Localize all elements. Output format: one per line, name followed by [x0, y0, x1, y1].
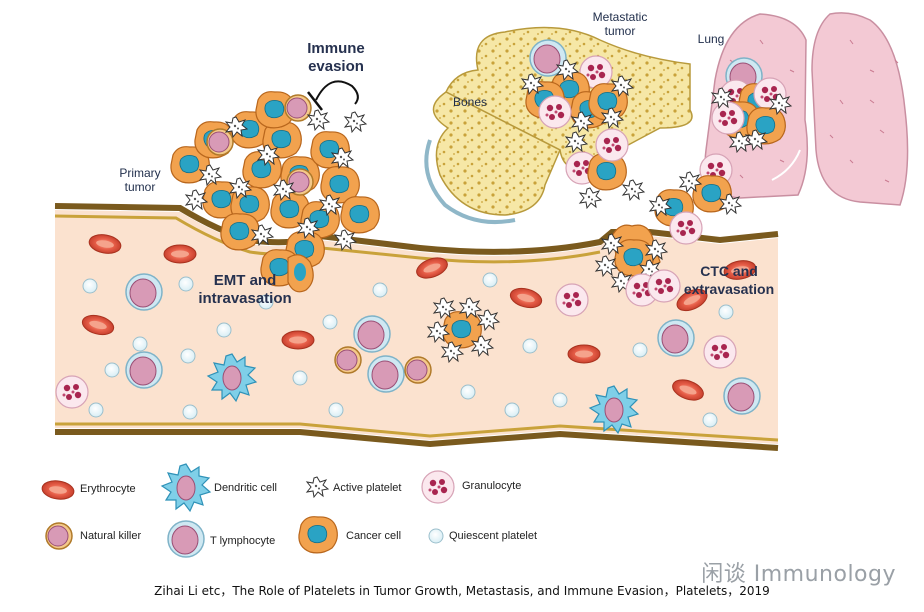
ctc-line-1: CTC and [700, 263, 758, 279]
legend-quiescent-label: Quiescent platelet [449, 530, 538, 542]
extravasation-cluster [595, 224, 681, 307]
immune-evasion-label: Immune evasion [296, 40, 376, 76]
metastatic-tumor-label: Metastatic tumor [582, 10, 658, 38]
legend-cancer-symbol [298, 516, 338, 554]
immune-evasion-line-2: evasion [308, 58, 364, 75]
emt-label: EMT and intravasation [190, 272, 300, 308]
legend-nk-symbol [45, 522, 73, 550]
inhibition-bar [307, 91, 323, 111]
legend-active-platelet-symbol [306, 476, 329, 498]
immune-evasion-line-1: Immune [307, 40, 365, 57]
lung-label: Lung [697, 32, 725, 46]
legend-dendritic-symbol [161, 463, 211, 512]
legend-quiescent-symbol [428, 528, 444, 544]
legend-granulocyte-symbol [421, 470, 455, 504]
legend-t-symbol [167, 520, 205, 558]
immune-evasion-arrow [315, 80, 359, 105]
bones-label: Bones [452, 95, 488, 109]
legend-t-label: T lymphocyte [210, 535, 276, 547]
metastatic-tumor-line-1: Metastatic [592, 10, 648, 24]
watermark: 闲谈 Immunology [701, 562, 896, 587]
legend-erythrocyte-label: Erythrocyte [80, 483, 136, 495]
legend-erythrocyte-symbol [40, 478, 76, 502]
emt-line-2: intravasation [198, 290, 292, 307]
ctc-label: CTC and extravasation [674, 262, 784, 298]
legend-cancer-label: Cancer cell [346, 530, 402, 542]
primary-tumor-label: Primary tumor [108, 166, 172, 194]
legend-active-platelet-label: Active platelet [333, 482, 402, 494]
metastatic-tumor-line-2: tumor [604, 24, 636, 38]
citation-caption: Zihai Li etc，The Role of Platelets in Tu… [154, 584, 770, 598]
legend-nk-label: Natural killer [80, 530, 142, 542]
intravasation-cell [287, 254, 314, 293]
legend-dendritic-label: Dendritic cell [214, 482, 277, 494]
emt-line-1: EMT and [213, 272, 277, 289]
primary-tumor-line-1: Primary [119, 166, 161, 180]
circulating-cells-lung [649, 153, 742, 245]
ctc-line-2: extravasation [683, 281, 775, 297]
legend-granulocyte-label: Granulocyte [462, 480, 522, 492]
primary-tumor-line-2: tumor [124, 180, 156, 194]
